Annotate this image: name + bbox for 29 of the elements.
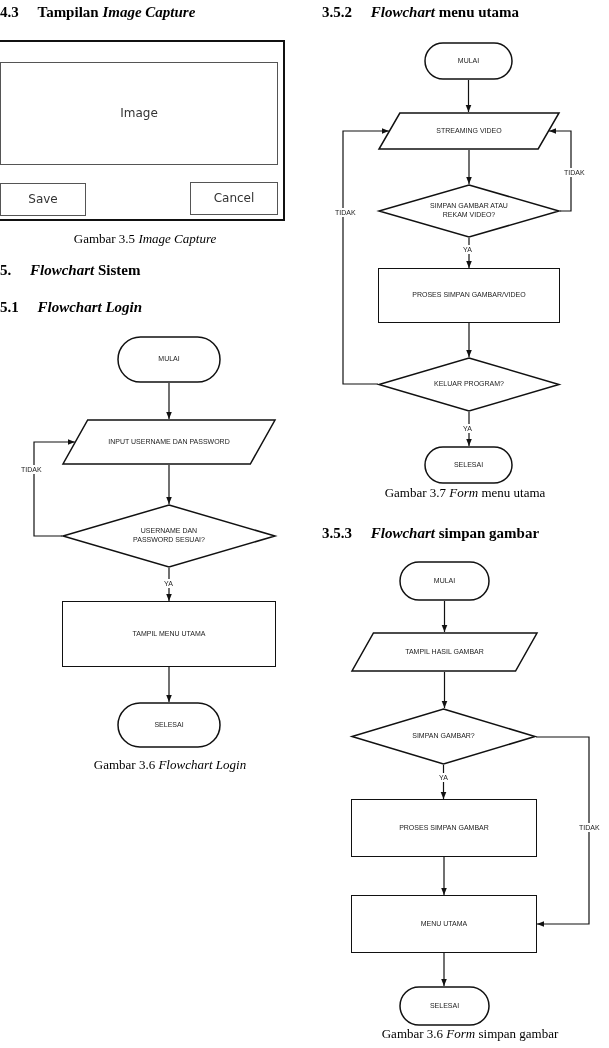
window-frame	[0, 40, 285, 221]
arrow	[166, 382, 172, 420]
arrow	[166, 464, 172, 505]
section-heading: 3.5.3 Flowchart simpan gambar	[322, 525, 540, 542]
arrow	[441, 952, 447, 987]
save-button: Save	[0, 183, 86, 216]
figure-caption: Gambar 3.7 Form menu utama	[384, 485, 546, 501]
arrow	[33, 439, 76, 537]
arrow	[342, 128, 390, 385]
section-heading: 4.3 Tampilan Image Capture	[0, 4, 196, 21]
arrow	[441, 671, 448, 709]
arrow	[535, 736, 590, 927]
figure-caption: Gambar 3.6 Flowchart Login	[93, 757, 247, 773]
arrow	[548, 128, 572, 212]
arrow	[441, 600, 448, 633]
arrow	[466, 149, 472, 185]
arrow	[441, 856, 447, 896]
figure-caption: Gambar 3.5 Image Capture	[73, 231, 217, 247]
figure-caption: Gambar 3.6 Form simpan gambar	[381, 1026, 559, 1042]
section-heading: 5.1 Flowchart Login	[0, 299, 143, 316]
section-heading: 5. Flowchart Sistem	[0, 262, 141, 279]
cancel-button: Cancel	[190, 182, 278, 215]
arrow	[440, 764, 447, 800]
image-field: Image	[0, 62, 278, 165]
arrow	[166, 666, 172, 703]
arrow	[466, 322, 472, 358]
arrow	[166, 567, 172, 602]
section-heading: 3.5.2 Flowchart menu utama	[322, 4, 520, 21]
arrow	[465, 79, 472, 113]
